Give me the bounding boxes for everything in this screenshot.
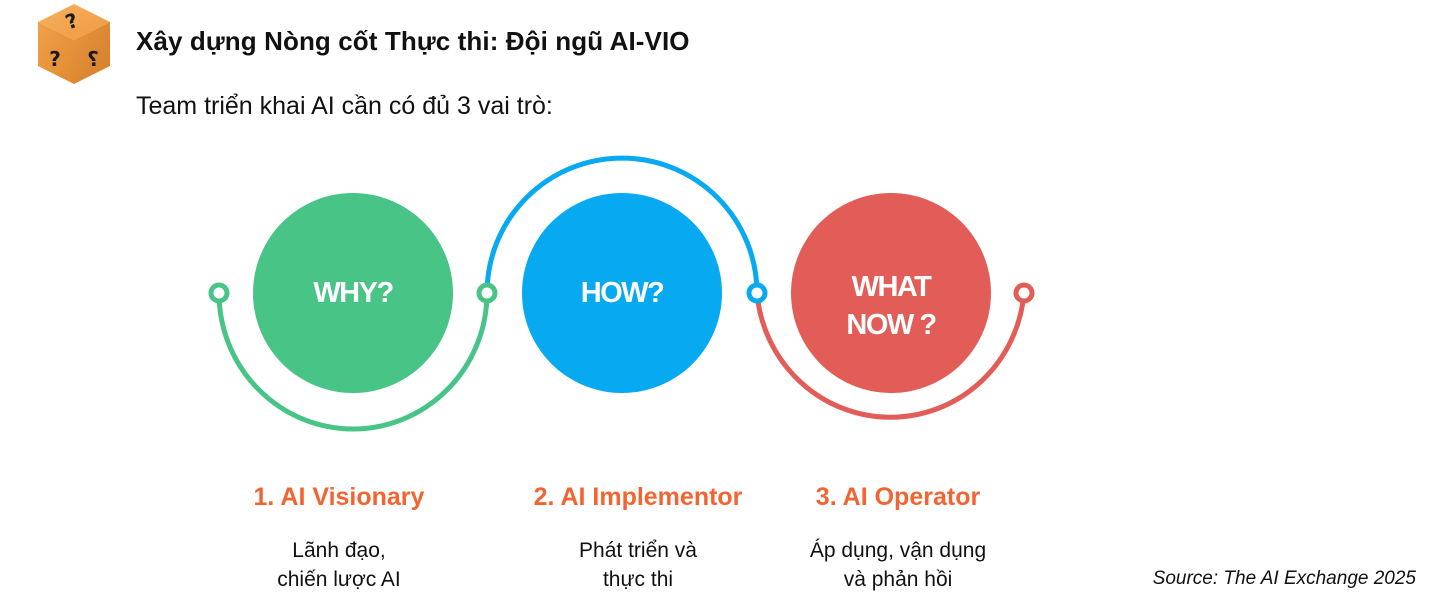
role-operator: 3. AI Operator Áp dụng, vận dụng và phản… — [758, 483, 1038, 594]
page-title: Xây dựng Nòng cốt Thực thi: Đội ngũ AI-V… — [136, 26, 690, 56]
role-title: 2. AI Implementor — [533, 483, 743, 511]
how-circle — [522, 193, 722, 393]
node-dot — [1013, 282, 1035, 304]
role-title: 3. AI Operator — [815, 483, 981, 511]
why-label: WHY? — [313, 277, 394, 309]
role-visionary: 1. AI Visionary Lãnh đạo, chiến lược AI — [199, 483, 479, 594]
question-cube-icon: ? ? ? — [38, 4, 110, 84]
role-description: Lãnh đạo, chiến lược AI — [277, 539, 401, 591]
page-subtitle: Team triển khai AI cần có đủ 3 vai trò: — [136, 92, 553, 120]
role-implementor: 2. AI Implementor Phát triển và thực thi — [498, 483, 778, 594]
node-dot — [746, 282, 768, 304]
source-citation: Source: The AI Exchange 2025 — [1152, 568, 1416, 589]
what-now-circle — [791, 193, 991, 393]
svg-text:?: ? — [49, 47, 61, 71]
role-description: Phát triển và thực thi — [579, 539, 697, 591]
node-dot — [208, 282, 230, 304]
why-circle — [253, 193, 453, 393]
red-connector-arc — [754, 292, 1027, 420]
role-title: 1. AI Visionary — [253, 483, 425, 511]
node-dot — [476, 282, 498, 304]
blue-connector-arc — [484, 155, 760, 294]
role-description: Áp dụng, vận dụng và phản hồi — [809, 539, 987, 591]
green-connector-arc — [216, 292, 490, 432]
how-label: HOW? — [580, 277, 665, 309]
svg-text:?: ? — [87, 47, 99, 71]
what-now-label: WHAT NOW ? — [846, 271, 937, 341]
